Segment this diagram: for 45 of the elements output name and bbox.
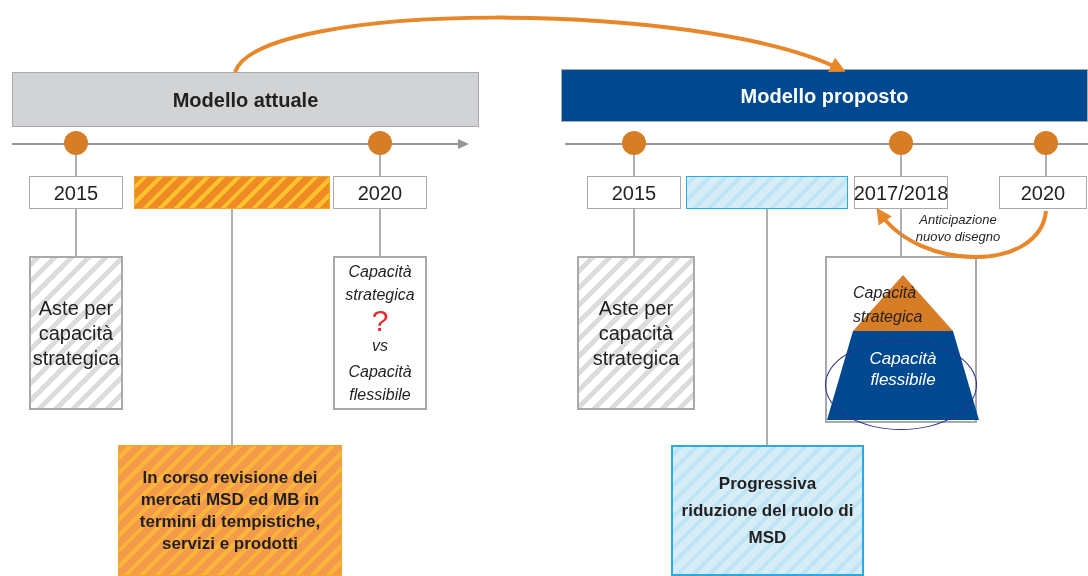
node-label: Aste per capacità strategica — [591, 295, 681, 371]
node-label: In corso revisione dei mercati MSD ed MB in termini di tempistiche, servizi e prodotti — [138, 466, 322, 555]
year-box — [587, 176, 681, 209]
node-label: 2015 — [53, 180, 99, 206]
node-label: Progressiva riduzione del ruolo di MSD — [681, 473, 854, 549]
node-label: 2015 — [611, 180, 657, 206]
pyramid-frame — [825, 256, 977, 423]
year-box — [29, 176, 123, 209]
connector-line — [633, 208, 635, 257]
node-label: Modello proposto — [740, 83, 909, 109]
connector-line — [231, 208, 233, 446]
hatched-box — [29, 256, 123, 410]
pyramid-base-trapezoid — [827, 331, 979, 420]
curved-arrow — [875, 208, 1048, 259]
hatched-period-bar — [134, 176, 330, 209]
hatched-box — [577, 256, 695, 410]
node-label: Modello attuale — [172, 87, 319, 113]
connector-line — [900, 208, 902, 257]
connector-line — [900, 154, 902, 177]
connector-line — [766, 208, 768, 446]
text-box — [333, 256, 427, 410]
connector-line — [1045, 154, 1047, 177]
hatched-box — [671, 445, 864, 576]
node-label: Aste per capacità strategica — [31, 295, 121, 371]
connector-line — [75, 154, 77, 177]
node-label: 2017/2018 — [853, 180, 949, 206]
header-bar — [12, 72, 479, 127]
connector-line — [379, 154, 381, 177]
question-mark: ? — [371, 306, 389, 336]
italic-text: vs — [372, 336, 388, 356]
curved-arrow — [233, 15, 846, 74]
node-label: Capacità flessibile — [868, 347, 938, 390]
year-box — [333, 176, 427, 209]
connector-line — [75, 208, 77, 257]
year-box — [999, 176, 1087, 209]
italic-text: Capacità strategica — [344, 262, 416, 305]
connector-line — [379, 208, 381, 257]
node-label: 2020 — [1020, 180, 1066, 206]
italic-text: Capacità flessibile — [347, 362, 413, 405]
hatched-box — [118, 445, 342, 576]
node-label: 2020 — [357, 180, 403, 206]
connector-line — [633, 154, 635, 177]
header-bar — [561, 69, 1088, 122]
edge-label: Anticipazione nuovo disegno — [914, 211, 1002, 245]
hatched-period-bar — [686, 176, 848, 209]
